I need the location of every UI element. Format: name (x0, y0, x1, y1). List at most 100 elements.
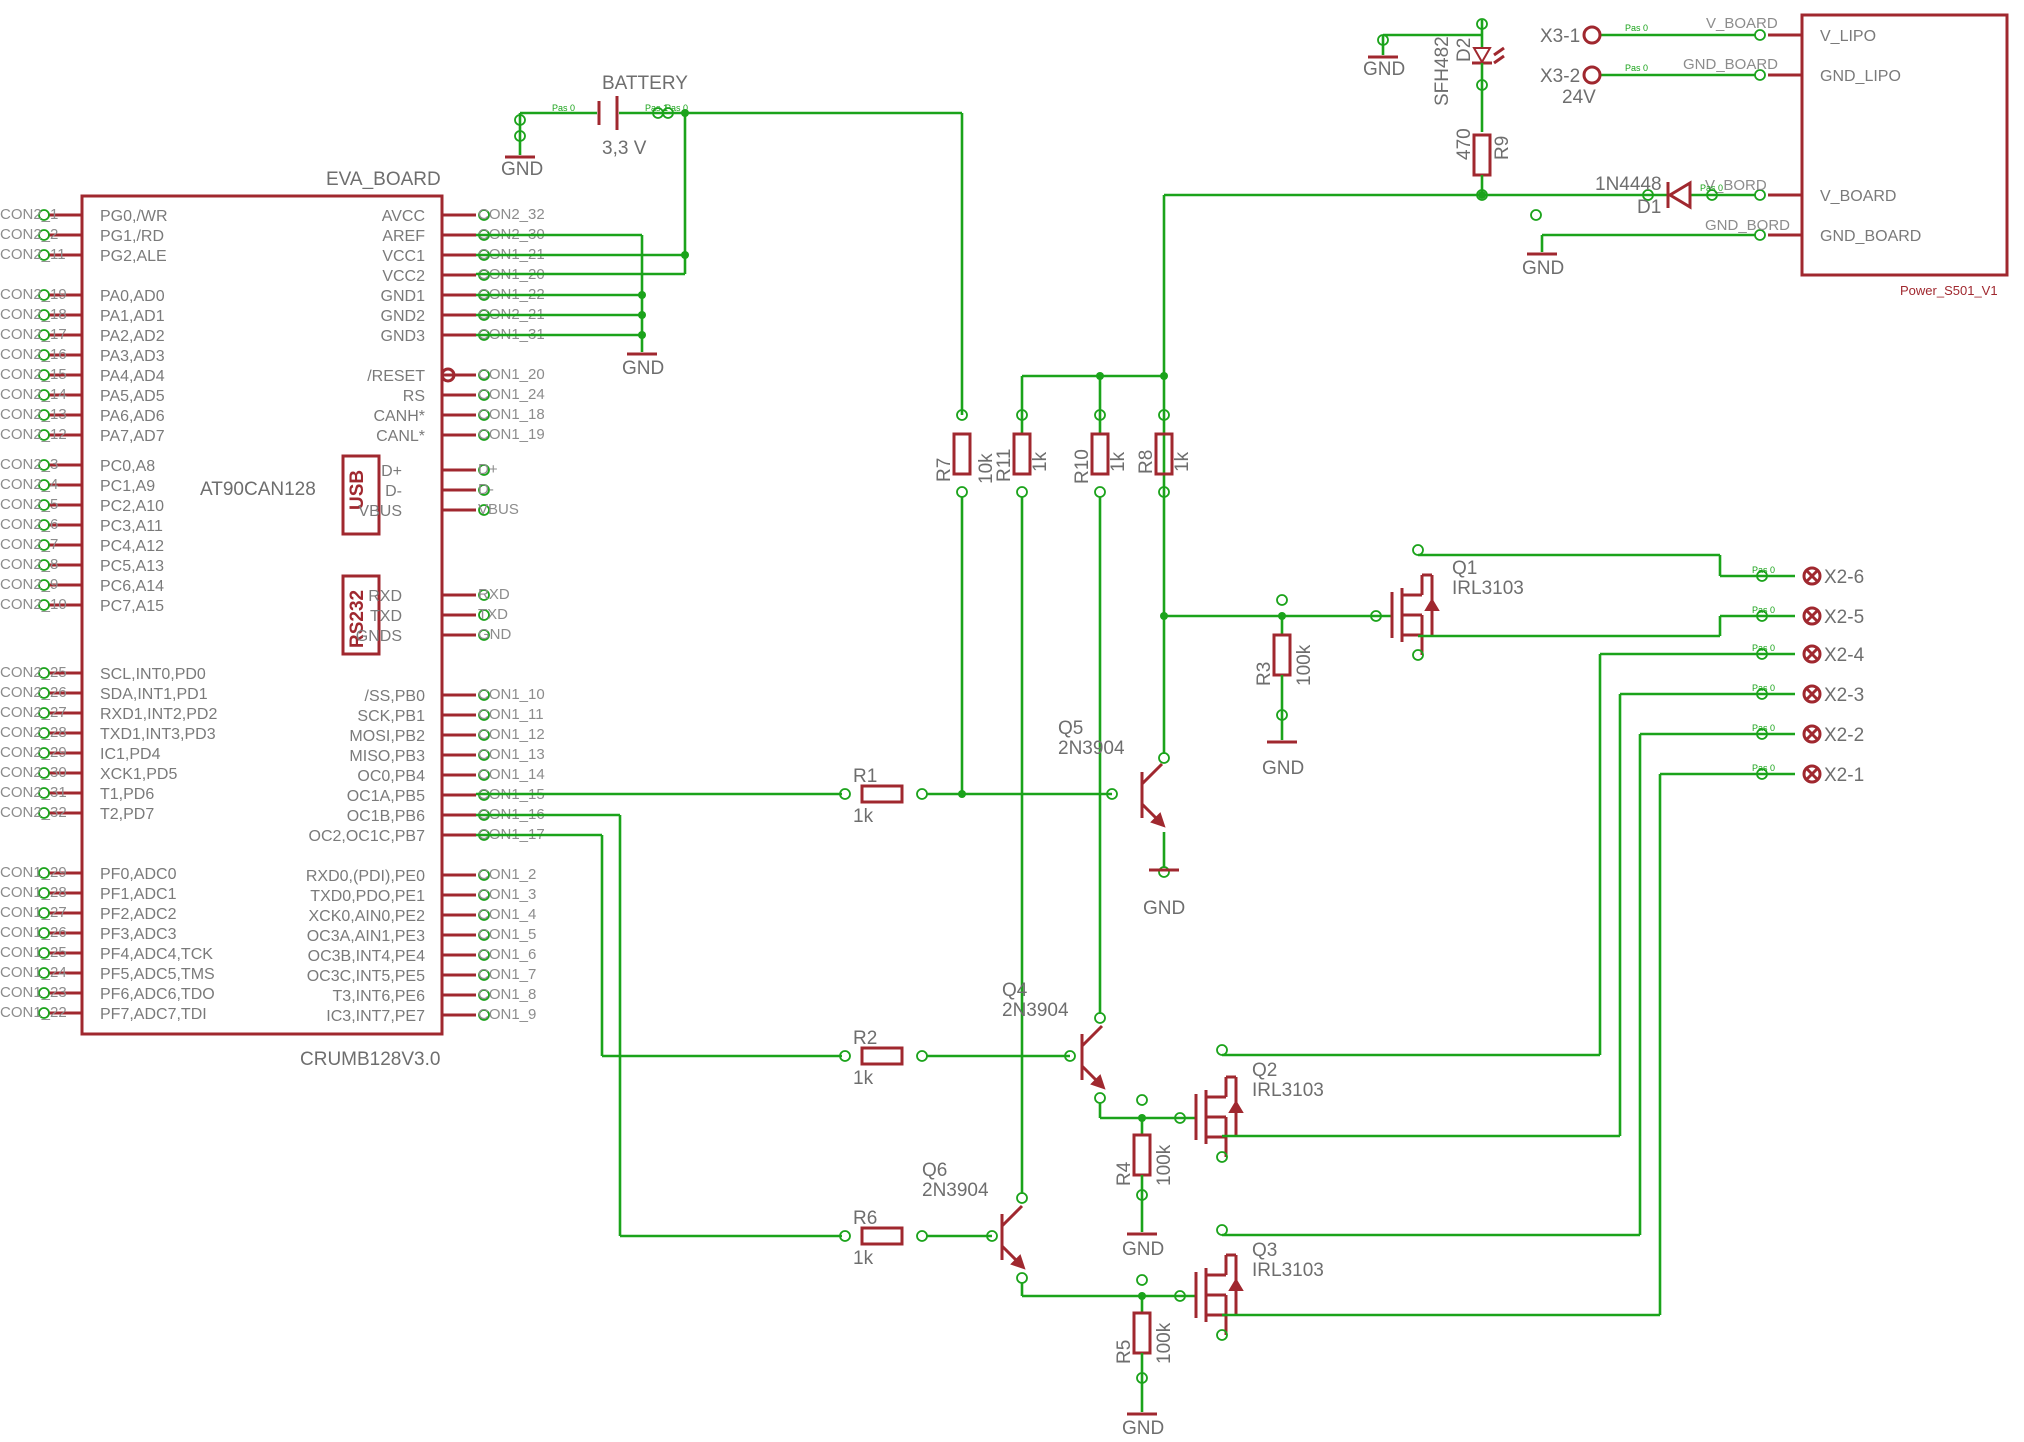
mcu-left-net-label: CON1_25 (0, 944, 67, 961)
svg-text:Pas 0: Pas 0 (1752, 643, 1775, 653)
mcu-left-pin-label: T2,PD7 (100, 806, 154, 823)
resistor-r2: R2 1k (476, 813, 1070, 1236)
mcu-left-net-label: CON2_10 (0, 596, 67, 613)
gnd-label-battery: GND (501, 159, 543, 180)
resistor-r8: R8 1k (1136, 409, 1193, 498)
mcu-left-pin-label: PF3,ADC3 (100, 926, 177, 943)
transistor-q4: Q4 2N3904 (1002, 980, 1196, 1120)
mcu-right-pin-label: RS (403, 388, 425, 405)
diode-name: D1 (1637, 197, 1661, 218)
mcu-left-net-label: CON2_16 (0, 346, 67, 363)
r4-name: R4 (1114, 1161, 1135, 1186)
mcu-right-net-label: CON1_3 (478, 886, 536, 903)
svg-text:Pas 0: Pas 0 (1625, 63, 1648, 73)
svg-text:Pas 1: Pas 1 (645, 103, 668, 113)
rs232-label: RS232 (347, 590, 368, 648)
mcu-right-pin-label: D+ (381, 463, 402, 480)
mcu-left-pin-label: PF2,ADC2 (100, 906, 177, 923)
mcu-left-pin-label: PC3,A11 (100, 518, 163, 535)
mcu-right-net-label: CON1_9 (478, 1006, 536, 1023)
mcu-right-pin: CANH*CON1_18 (373, 406, 544, 425)
mcu-left-pin: PC0,A8 CON2_3 (0, 456, 155, 475)
mcu-left-pin-label: XCK1,PD5 (100, 766, 177, 783)
mcu-right-pin-label: GNDS (356, 628, 402, 645)
mcu-right-net-label: CON1_12 (478, 726, 545, 743)
svg-text:GND_BORD: GND_BORD (1705, 217, 1790, 234)
r1-name: R1 (853, 766, 877, 787)
mcu-right-net-label: GND (478, 626, 512, 643)
mcu-right-net-label: CON1_10 (478, 686, 545, 703)
gnd-label-power: GND (1522, 258, 1564, 279)
mcu-left-net-label: CON1_24 (0, 964, 67, 981)
mcu-left-pin-label: PF6,ADC6,TDO (100, 986, 215, 1003)
power-module: V_LIPO GND_LIPO V_BOARD GND_BOARD Power_… (1540, 13, 2009, 298)
mcu-right-net-label: D- (478, 481, 494, 498)
usb-block (341, 454, 381, 536)
mcu-left-net-label: CON2_25 (0, 664, 67, 681)
mcu-left-pin-label: PC0,A8 (100, 458, 155, 475)
mcu-left-pin-label: T1,PD6 (100, 786, 154, 803)
mcu-left-pin-label: PC1,A9 (100, 478, 155, 495)
resistor-r10: R10 1k (1072, 376, 1129, 996)
svg-text:Pas 0: Pas 0 (1752, 605, 1775, 615)
transistor-q5: Q5 2N3904 GND (1058, 616, 1185, 919)
mcu-left-net-label: CON2_29 (0, 744, 67, 761)
mcu-left-net-label: CON2_17 (0, 326, 67, 343)
mcu-left-pin: PC2,A10 CON2_5 (0, 496, 164, 515)
mcu-right-pin-label: OC0,PB4 (357, 768, 425, 785)
r3-name: R3 (1254, 662, 1275, 686)
q1-name: Q1 (1452, 558, 1477, 579)
mcu-right-net-label: RXD (478, 586, 510, 603)
mcu-left-net-label: CON2_5 (0, 496, 58, 513)
mcu-right-pin-label: CANH* (373, 408, 425, 425)
mcu-left-net-label: CON2_12 (0, 426, 67, 443)
mcu-left-pin-label: PG0,/WR (100, 208, 168, 225)
r2-value: 1k (853, 1068, 874, 1089)
mosfet-q2: Q2 IRL3103 (1138, 654, 1622, 1163)
mcu-right-pin: D+D+ (381, 461, 498, 480)
svg-text:V_BORD: V_BORD (1705, 177, 1767, 194)
r9-value: 470 (1454, 128, 1475, 160)
mcu-right-net-label: CON1_5 (478, 926, 536, 943)
x3-1-label: X3-1 (1540, 26, 1580, 47)
mcu-left-pin-label: PC4,A12 (100, 538, 164, 555)
x3-voltage-label: 24V (1562, 87, 1596, 108)
mcu-right-net-label: CON1_14 (478, 766, 545, 783)
r2-name: R2 (853, 1028, 877, 1049)
mcu-right-pin-label: MOSI,PB2 (349, 728, 425, 745)
resistor-r1: R1 1k (476, 766, 1112, 827)
svg-text:Pas 0: Pas 0 (552, 103, 575, 113)
svg-text:Pas 0: Pas 0 (1625, 23, 1648, 33)
x3-2-label: X3-2 (1540, 66, 1580, 87)
mcu-left-pin-label: PA4,AD4 (100, 368, 165, 385)
mcu-left-pin: IC1,PD4 CON2_29 (0, 744, 161, 763)
mcu-left-net-label: CON2_11 (0, 246, 66, 263)
x2-pin-label: X2-6 (1824, 567, 1864, 588)
r6-value: 1k (853, 1248, 874, 1269)
mcu-left-net-label: CON2_3 (0, 456, 58, 473)
resistor-r11: R11 1k (994, 376, 1051, 1180)
power-module-body (1800, 13, 2009, 277)
board-footer-label: CRUMB128V3.0 (300, 1049, 440, 1070)
mcu-left-pin-label: IC1,PD4 (100, 746, 161, 763)
led-d2: GND D2 SFH482 (1363, 18, 1505, 132)
mcu-left-pin-label: PC2,A10 (100, 498, 164, 515)
mcu-left-pin-label: PF7,ADC7,TDI (100, 1006, 207, 1023)
r5-name: R5 (1114, 1340, 1135, 1364)
